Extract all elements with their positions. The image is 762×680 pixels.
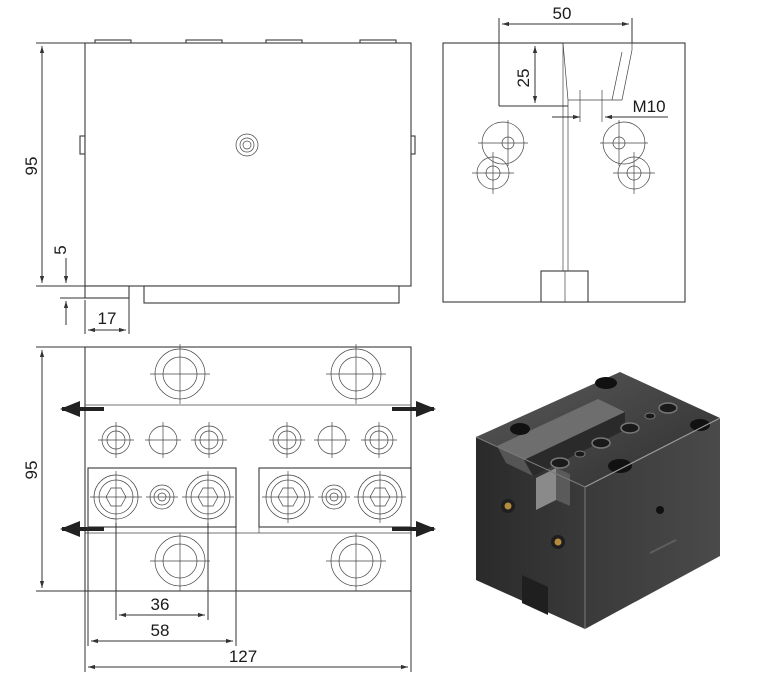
front-offset-label: 5 bbox=[51, 245, 70, 254]
side-hole-right-icon bbox=[600, 120, 655, 194]
counterbore-top-right-icon bbox=[326, 344, 386, 404]
product-render-image bbox=[475, 372, 721, 629]
front-width-small-label: 17 bbox=[98, 309, 117, 328]
top-total-width-label: 127 bbox=[229, 647, 257, 666]
front-height-label: 95 bbox=[22, 157, 41, 176]
counterbore-top-left-icon bbox=[150, 344, 210, 404]
hole-row-middle-icon bbox=[98, 422, 397, 458]
top-spacing-a-label: 36 bbox=[151, 595, 170, 614]
side-depth-label: 25 bbox=[514, 69, 533, 88]
side-thread-label: M10 bbox=[632, 97, 665, 116]
top-view: 95 36 58 127 bbox=[22, 344, 436, 672]
side-view: 50 25 M10 bbox=[442, 4, 686, 303]
direction-arrows-icon bbox=[60, 401, 436, 537]
top-spacing-b-label: 58 bbox=[151, 621, 170, 640]
counterbore-bottom-right-icon bbox=[326, 533, 386, 591]
top-height-label: 95 bbox=[22, 461, 41, 480]
front-view: 95 5 17 bbox=[22, 39, 416, 334]
slot-screws-icon bbox=[90, 471, 406, 523]
counterbore-bottom-left-icon bbox=[150, 533, 210, 591]
center-screw-icon bbox=[235, 133, 259, 157]
side-width-label: 50 bbox=[553, 4, 572, 23]
side-hole-left-icon bbox=[472, 120, 528, 194]
